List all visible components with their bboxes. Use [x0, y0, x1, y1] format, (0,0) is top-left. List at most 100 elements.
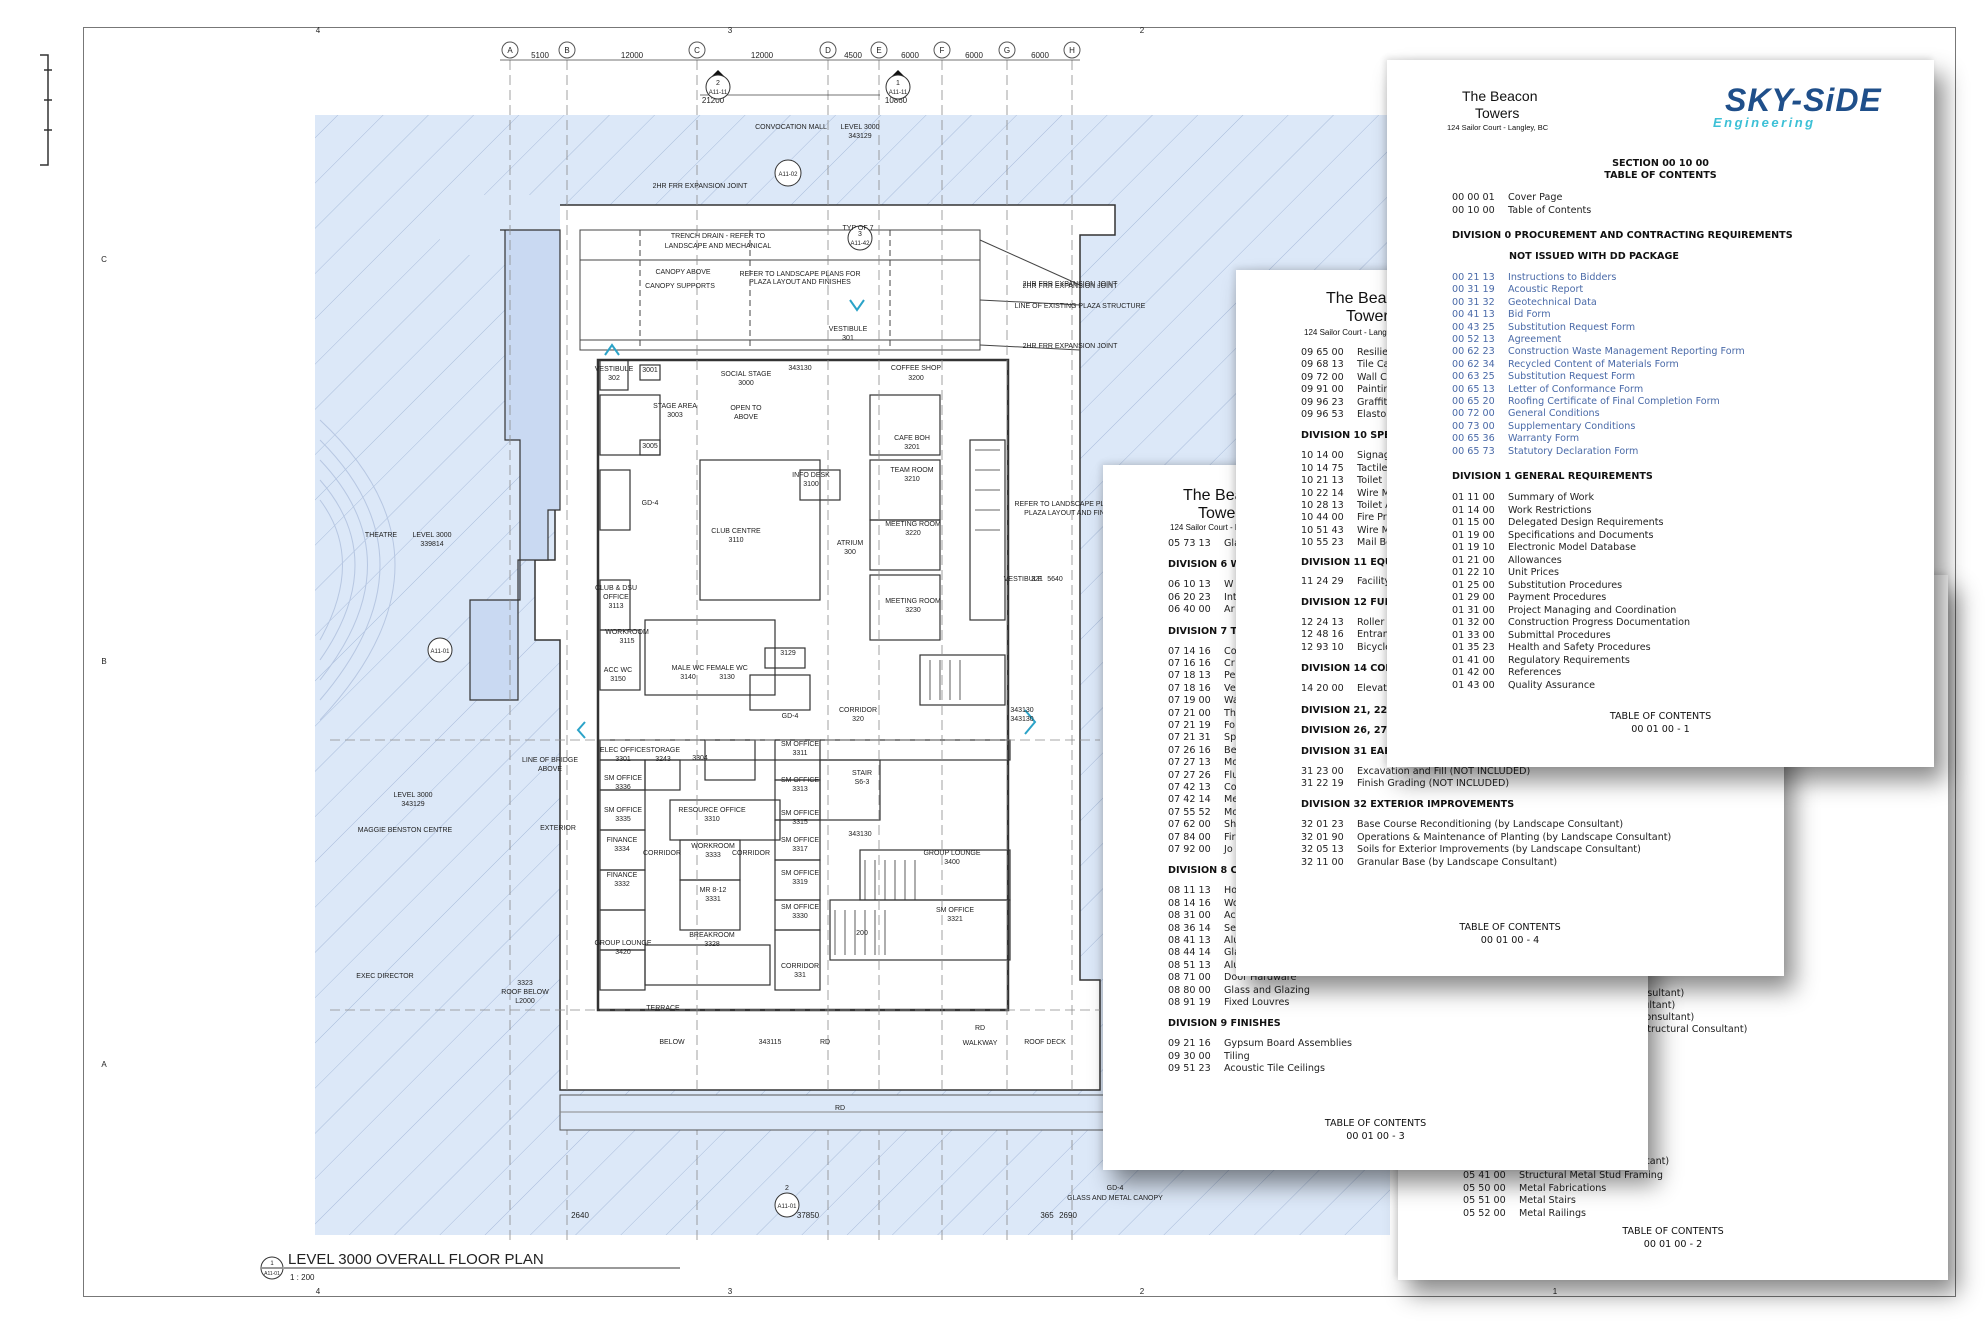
spec-code: 07 18 13	[1168, 670, 1211, 682]
plan-label: 3332	[614, 881, 630, 888]
spec-title: Wa	[1224, 695, 1239, 707]
border-number: 3	[728, 1287, 733, 1296]
plan-label: STAIR	[852, 770, 872, 777]
section-marker: 2 A11-01	[774, 1185, 800, 1218]
spec-code: 00 63 25	[1452, 371, 1495, 383]
grid-label: C	[694, 46, 700, 55]
plan-label: WALKWAY	[963, 1040, 998, 1047]
grid-label: D	[825, 46, 831, 55]
spec-code: 00 43 25	[1452, 321, 1495, 333]
plan-label: 3323	[517, 980, 533, 987]
spec-title: Pe	[1224, 670, 1236, 682]
spec-code: 07 27 26	[1168, 769, 1211, 781]
spec-title: Toilet A	[1357, 500, 1392, 511]
plan-label: 3113	[608, 603, 623, 610]
plan-label: LINE OF BRIDGE	[522, 757, 578, 764]
spec-title: Roofing Certificate of Final Completion …	[1508, 396, 1720, 407]
plan-label: SM OFFICE	[781, 837, 819, 844]
spec-title: Base Course Reconditioning (by Landscape…	[1357, 819, 1624, 831]
spec-code: 01 41 00	[1452, 654, 1495, 666]
spec-title: Supplementary Conditions	[1508, 420, 1636, 432]
spec-code: 07 84 00	[1168, 831, 1211, 843]
spec-title: Health and Safety Procedures	[1508, 642, 1651, 653]
marker-number: 1	[896, 80, 900, 87]
spec-code: 01 15 00	[1452, 517, 1495, 528]
spec-title: Ac	[1224, 910, 1236, 922]
plan-label: 3334	[614, 846, 630, 853]
spec-code: 09 96 53	[1301, 409, 1344, 420]
spec-code: 08 91 19	[1168, 997, 1211, 1008]
plan-label: SM OFFICE	[781, 777, 819, 784]
plan-label: 3140	[680, 674, 696, 681]
border-number: 4	[316, 26, 321, 35]
spec-title: Quality Assurance	[1508, 679, 1596, 691]
plan-label: 3336	[615, 784, 631, 791]
spec-title: Ve	[1224, 682, 1236, 694]
dimension-value: 4500	[844, 51, 862, 60]
spec-code: 07 18 16	[1168, 682, 1211, 694]
plan-label: 320	[852, 716, 864, 723]
spec-title: Delegated Design Requirements	[1508, 517, 1664, 528]
plan-label: 2HR FRR EXPANSION JOINT	[653, 183, 748, 190]
plan-label: FEMALE WC	[706, 665, 748, 672]
plan-label: 2HR FRR EXPANSION JOINT	[1023, 343, 1118, 350]
spec-title: Submittal Procedures	[1508, 629, 1611, 641]
spec-title: Mail Bo	[1357, 537, 1392, 549]
marker-number: 3	[858, 231, 862, 238]
spec-code: 32 01 23	[1301, 819, 1344, 831]
plan-label: GROUP LOUNGE	[594, 940, 651, 947]
spec-code: 09 51 23	[1168, 1063, 1211, 1075]
plan-label: VESTIBULE	[829, 326, 868, 333]
sheet2-footer-title: TABLE OF CONTENTS	[1622, 1226, 1724, 1237]
plan-label: L2000	[515, 998, 535, 1005]
dimension-value: 6000	[1031, 51, 1049, 60]
plan-label: SM OFFICE	[781, 870, 819, 877]
spec-title: Jo	[1224, 844, 1233, 855]
spec-title: Geotechnical Data	[1508, 296, 1597, 308]
spec-code: 32 11 00	[1301, 856, 1344, 868]
dimension-value: 6000	[965, 51, 983, 60]
spec-title: Granular Base (by Landscape Consultant)	[1357, 856, 1558, 868]
binding-marks	[40, 54, 52, 166]
plan-label: 3130	[719, 674, 735, 681]
plan-label: 3115	[619, 638, 634, 645]
spec-code: 05 51 00	[1463, 1195, 1506, 1206]
border-number: 3	[728, 26, 733, 35]
sheet3-footer-title: TABLE OF CONTENTS	[1324, 1118, 1427, 1129]
division-heading: DIVISION 31 EARTHWORK	[1301, 745, 1440, 757]
section-marker: A11-02	[774, 159, 802, 187]
